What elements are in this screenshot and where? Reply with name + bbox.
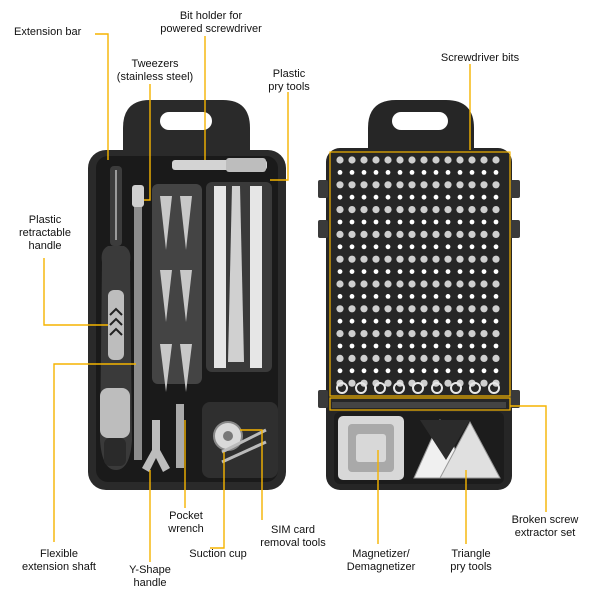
callout-line-6 (43, 258, 108, 326)
right-case (318, 100, 520, 490)
screwdriver-bits-grid (329, 151, 511, 411)
label-tweezers: Tweezers(stainless steel) (116, 58, 194, 83)
callout-line-4 (270, 92, 289, 181)
callout-line-1 (95, 33, 109, 160)
label-extension-bar: Extension bar (14, 26, 82, 38)
label-magnetizer: Magnetizer/Demagnetizer (346, 548, 416, 573)
left-case (88, 100, 286, 490)
label-suction-cup: Suction cup (189, 548, 247, 560)
callout-lines (43, 33, 547, 562)
callout-line-9 (53, 363, 136, 542)
label-screwdriver-bits: Screwdriver bits (440, 52, 520, 64)
callout-line-8 (240, 429, 263, 520)
callout-line-10 (210, 452, 225, 549)
callout-line-3 (144, 84, 151, 201)
callout-line-14 (510, 405, 547, 512)
